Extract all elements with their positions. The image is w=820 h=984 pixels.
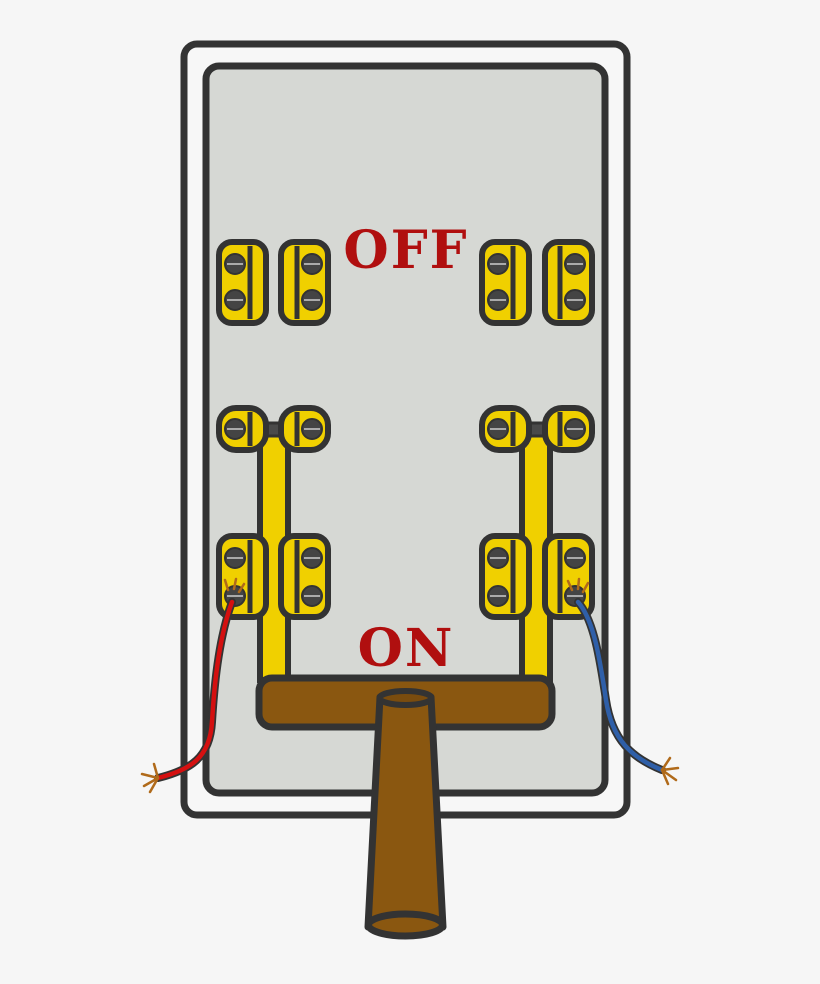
hinge-terminal-right-outer — [542, 405, 595, 453]
screw-icon — [487, 289, 509, 311]
screw-icon — [301, 585, 323, 607]
off-label: OFF — [343, 220, 468, 281]
hinge-terminal-left-inner — [278, 405, 331, 453]
handle-shaft — [364, 693, 447, 931]
screw-icon — [224, 418, 246, 440]
screw-icon — [487, 547, 509, 569]
hinge-terminal-right-inner — [479, 405, 532, 453]
screw-icon — [487, 253, 509, 275]
wooden-handle-icon — [255, 674, 556, 940]
screw-icon — [301, 418, 323, 440]
blue-wire — [566, 577, 680, 786]
screw-icon — [564, 253, 586, 275]
on-label: ON — [358, 618, 455, 679]
screw-icon — [301, 547, 323, 569]
on-terminal-left-outer — [216, 533, 269, 620]
off-terminal-left-outer — [216, 239, 269, 326]
screw-icon — [301, 289, 323, 311]
stripped-wire-icon — [566, 577, 680, 786]
off-terminal-left-inner — [278, 239, 331, 326]
screw-icon — [564, 418, 586, 440]
handle-top — [376, 688, 435, 708]
stripped-wire-icon — [140, 577, 246, 794]
screw-icon — [487, 418, 509, 440]
on-terminal-right-inner — [479, 533, 532, 620]
screw-icon — [224, 253, 246, 275]
screw-icon — [564, 289, 586, 311]
screw-icon — [301, 253, 323, 275]
red-wire — [140, 577, 246, 794]
hinge-terminal-left-outer — [216, 405, 269, 453]
screw-icon — [564, 547, 586, 569]
on-terminal-right-outer — [542, 533, 595, 620]
screw-icon — [224, 289, 246, 311]
on-terminal-left-inner — [278, 533, 331, 620]
handle-end — [365, 910, 446, 940]
screw-icon — [487, 585, 509, 607]
off-terminal-right-inner — [479, 239, 532, 326]
screw-icon — [224, 547, 246, 569]
off-terminal-right-outer — [542, 239, 595, 326]
